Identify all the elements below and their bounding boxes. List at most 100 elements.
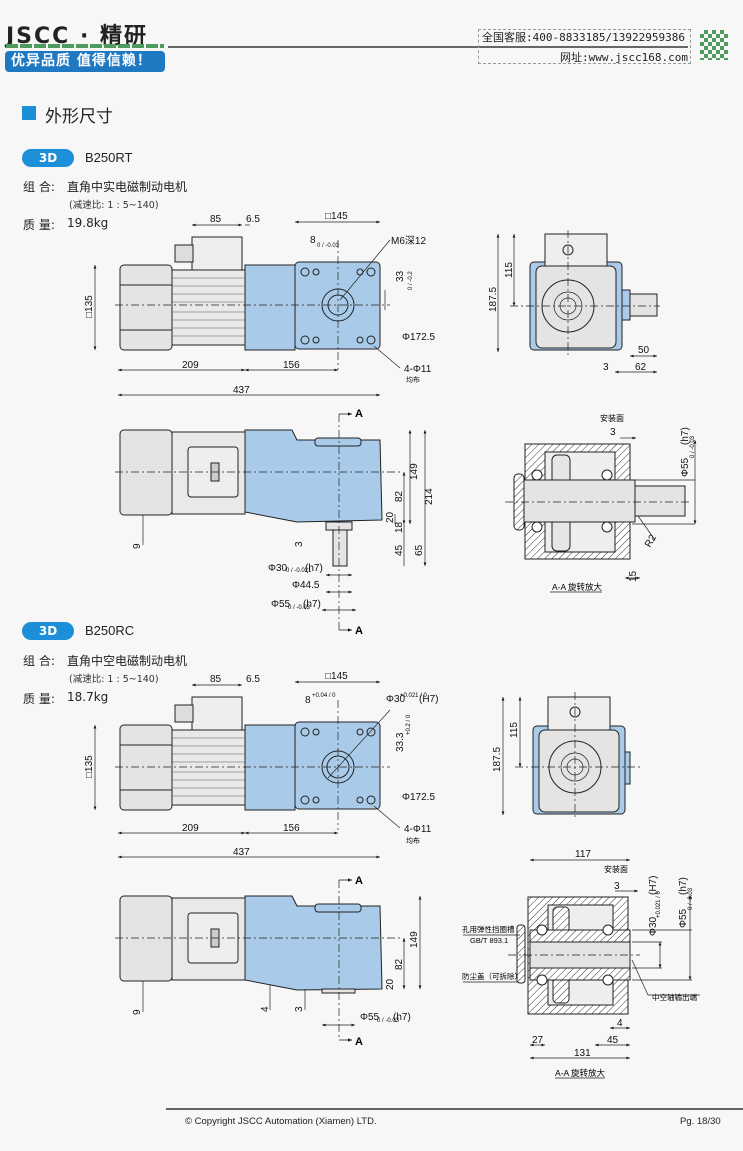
dim-4-holes: 4-Φ11 bbox=[404, 824, 432, 835]
dim-key-8-tol: 0 / -0.03 bbox=[317, 243, 340, 249]
section-mark-a: A bbox=[355, 625, 363, 637]
drawing-end-view-b250rc bbox=[501, 692, 640, 818]
dim-dia-55-tol: 0 / -0.03 bbox=[377, 1018, 400, 1024]
dim-key-8: 8 bbox=[310, 235, 316, 246]
dim-62: 62 bbox=[635, 362, 647, 373]
dim-dia-55-tol: 0 / -0.03 bbox=[688, 887, 694, 910]
dim-85: 85 bbox=[210, 674, 222, 685]
dim-209: 209 bbox=[182, 360, 199, 371]
drawing-section-view-b250rc bbox=[463, 858, 700, 1079]
dim-6-5: 6.5 bbox=[246, 214, 260, 225]
dim-15: 15 bbox=[628, 570, 639, 582]
dim-4: 4 bbox=[260, 1006, 271, 1012]
section-mark-a: A bbox=[355, 408, 363, 420]
dim-214: 214 bbox=[424, 488, 435, 505]
dim-3: 3 bbox=[614, 881, 620, 892]
dim-r2: R2 bbox=[643, 533, 659, 550]
dim-dia-55: Φ55 bbox=[360, 1012, 380, 1023]
dim-dia-44-5: Φ44.5 bbox=[292, 580, 320, 591]
dim-square-145: □145 bbox=[325, 211, 348, 222]
header-divider bbox=[168, 46, 688, 48]
holes-note: 均布 bbox=[406, 375, 420, 384]
section-mark-a: A bbox=[355, 1036, 363, 1048]
drawing-section-view-b250rt bbox=[505, 436, 697, 593]
side-view-dimensions-b250rc: A A 149 82 20 9 4 3 Φ55 0 / -0.03 (h7) bbox=[132, 875, 420, 1048]
dim-187-5: 187.5 bbox=[492, 747, 503, 772]
circlip-standard: GB/T 893.1 bbox=[470, 936, 508, 945]
ratio-text: (减速比: 1 : 5~140) bbox=[69, 674, 159, 685]
dim-3: 3 bbox=[603, 362, 609, 373]
dim-3: 3 bbox=[294, 541, 305, 547]
drawing-side-view-b250rc bbox=[115, 878, 422, 1042]
dim-3: 3 bbox=[610, 427, 616, 438]
mount-face-label: 安装面 bbox=[600, 413, 624, 423]
dim-45: 45 bbox=[394, 544, 405, 556]
dim-4-holes: 4-Φ11 bbox=[404, 364, 432, 375]
dim-82: 82 bbox=[394, 490, 405, 502]
dim-dia-172-5: Φ172.5 bbox=[402, 332, 435, 343]
dim-82: 82 bbox=[394, 958, 405, 970]
logo-stripes bbox=[6, 44, 164, 48]
dim-9: 9 bbox=[132, 543, 143, 549]
end-view-dimensions-b250rt: 187.5 115 50 3 62 bbox=[488, 262, 650, 373]
dim-dia-55-fit: (h7) bbox=[393, 1012, 411, 1023]
model-badge-3d[interactable]: 3D bbox=[22, 622, 74, 640]
dim-437: 437 bbox=[233, 847, 250, 858]
dim-bore-30-tol: +0.021 / 0 bbox=[400, 693, 428, 699]
dim-85: 85 bbox=[210, 214, 222, 225]
dim-bore-30-tol: +0.021 / 0 bbox=[656, 890, 662, 918]
combo-label: 组 合: bbox=[23, 180, 55, 194]
section-caption: A-A 旋转放大 bbox=[552, 582, 603, 592]
dim-115: 115 bbox=[509, 722, 520, 738]
holes-note: 均布 bbox=[406, 836, 420, 845]
mass-label: 质 量: bbox=[23, 692, 55, 706]
top-view-dimensions-b250rt: 85 6.5 □145 8 0 / -0.03 M6深12 33 0 / -0.… bbox=[84, 211, 435, 396]
contact-website[interactable]: 网址:www.jscc168.com bbox=[560, 51, 688, 64]
dim-dia-55: Φ55 bbox=[271, 599, 291, 610]
hollow-shaft-output-label: 中空轴输出端 bbox=[652, 992, 697, 1002]
dim-bore-30: Φ30 bbox=[648, 916, 659, 936]
page-number: Pg. 18/30 bbox=[680, 1116, 721, 1127]
dim-shaft-30-tol: 0 / -0.021 bbox=[286, 568, 312, 574]
dim-square-135: □135 bbox=[84, 755, 95, 778]
dim-dia-55: Φ55 bbox=[680, 457, 691, 477]
dim-9: 9 bbox=[132, 1009, 143, 1015]
dim-20: 20 bbox=[385, 978, 396, 990]
dust-cover-label: 防尘盖（可拆除） bbox=[462, 971, 522, 981]
dim-shaft-30: Φ30 bbox=[268, 563, 288, 574]
dim-dia-55-fit: (h7) bbox=[678, 877, 689, 895]
dim-6-5: 6.5 bbox=[246, 674, 260, 685]
dim-square-145: □145 bbox=[325, 671, 348, 682]
contact-phone: 全国客服:400-8833185/13922959386 bbox=[482, 31, 685, 44]
drawing-end-view-b250rt bbox=[496, 230, 660, 374]
end-view-dimensions-b250rc: 187.5 115 bbox=[492, 722, 520, 772]
combo-label: 组 合: bbox=[23, 654, 55, 668]
dim-dia-55-fit: (h7) bbox=[303, 599, 321, 610]
dim-437: 437 bbox=[233, 385, 250, 396]
model-name: B250RT bbox=[85, 150, 133, 165]
dim-square-135: □135 bbox=[84, 295, 95, 318]
dim-65: 65 bbox=[414, 544, 425, 556]
qr-code-icon bbox=[700, 30, 728, 60]
ratio-text: (减速比: 1 : 5~140) bbox=[69, 200, 159, 211]
dim-dia-55-fit: (h7) bbox=[680, 427, 691, 445]
dim-key-8: 8 bbox=[305, 695, 311, 706]
combo-value: 直角中实电磁制动电机 bbox=[67, 180, 188, 194]
dim-209: 209 bbox=[182, 823, 199, 834]
dim-bore-30-fit: (H7) bbox=[648, 876, 659, 895]
dim-dia-55-tol: 0 / -0.03 bbox=[288, 605, 311, 611]
dim-20: 20 bbox=[385, 511, 396, 523]
dim-shaft-30-fit: (h7) bbox=[305, 563, 323, 574]
copyright-text: © Copyright JSCC Automation (Xiamen) LTD… bbox=[185, 1116, 377, 1127]
dim-33-tol: 0 / -0.2 bbox=[408, 271, 414, 290]
drawing-top-view-b250rt bbox=[93, 220, 401, 397]
drawing-top-view-b250rc bbox=[93, 680, 401, 859]
dim-18: 18 bbox=[394, 521, 405, 533]
dim-117: 117 bbox=[575, 849, 591, 860]
dim-dia-55-tol: 0 / -0.03 bbox=[690, 435, 696, 458]
side-view-dimensions-b250rt: A A 149 214 82 20 18 45 65 9 3 Φ30 0 / -… bbox=[132, 408, 435, 637]
dim-dia-55: Φ55 bbox=[678, 908, 689, 928]
model-badge-3d[interactable]: 3D bbox=[22, 149, 74, 167]
dim-27: 27 bbox=[532, 1035, 544, 1046]
top-view-dimensions-b250rc: 85 6.5 □145 8 +0.04 / 0 Φ30 +0.021 / 0 (… bbox=[84, 671, 438, 858]
